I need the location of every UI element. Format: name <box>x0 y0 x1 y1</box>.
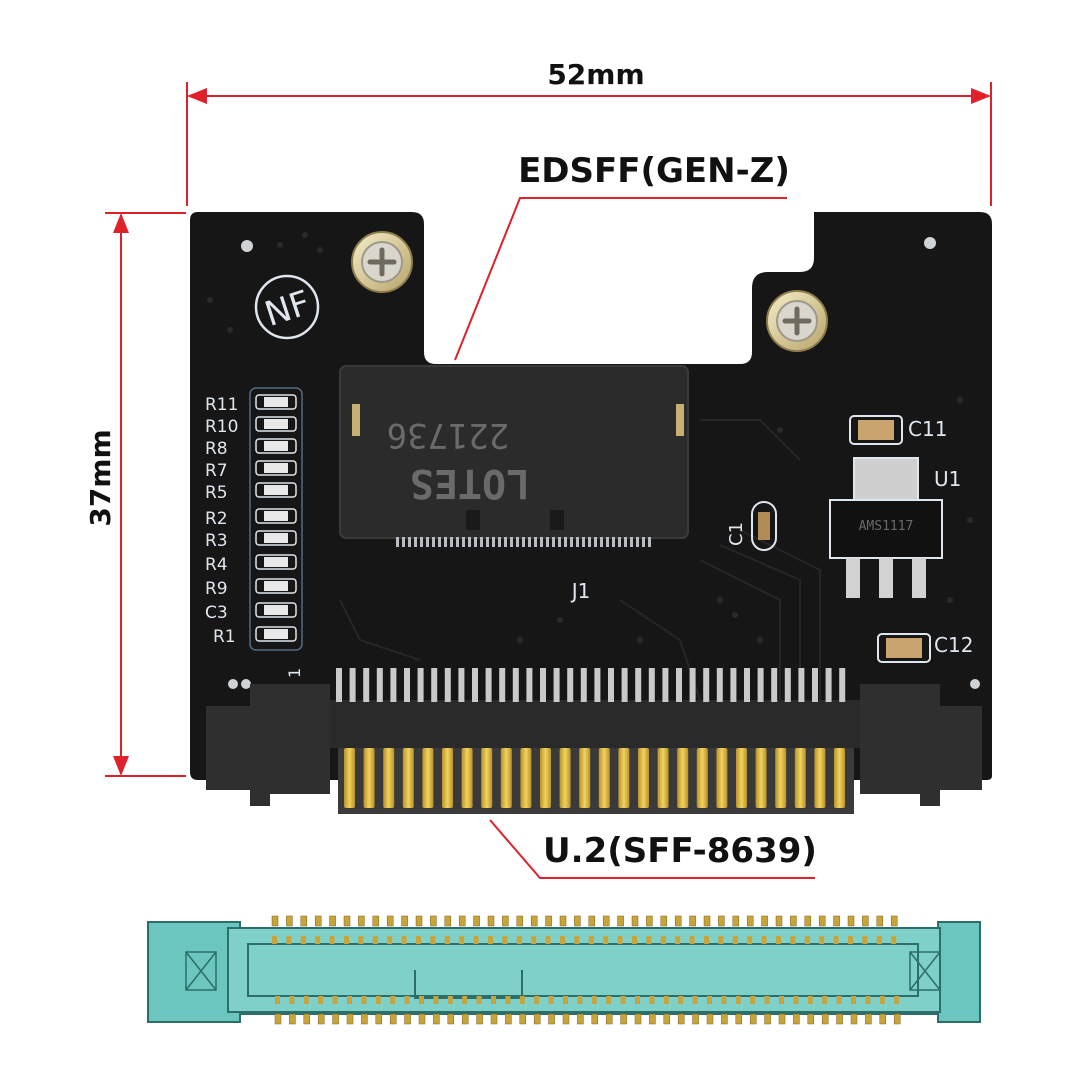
smd-resistor <box>255 482 297 498</box>
resistor-label: R8 <box>205 439 228 459</box>
resistor-label: R4 <box>205 555 228 575</box>
resistor-label: R10 <box>205 417 238 437</box>
smd-resistor <box>255 530 297 546</box>
resistor-labels: R11 R10 R8 R7 R5 R2 R3 R4 R9 C3 R1 <box>205 395 238 647</box>
smd-resistor <box>255 460 297 476</box>
resistor-label: R7 <box>205 461 228 481</box>
capacitor-c11: C11 <box>849 415 947 445</box>
width-dimension: 52mm <box>186 58 992 206</box>
smd-resistor <box>255 394 297 410</box>
smd-resistor <box>255 602 297 618</box>
smd-resistor <box>255 578 297 594</box>
edsff-label: EDSFF(GEN-Z) <box>518 151 790 191</box>
width-label: 52mm <box>547 58 644 91</box>
j1-label: J1 <box>570 579 591 603</box>
resistor-label: R9 <box>205 579 228 599</box>
height-label: 37mm <box>84 429 117 526</box>
u2-label: U.2(SFF-8639) <box>543 831 817 871</box>
c12-label: C12 <box>934 633 973 657</box>
edsff-connector: 221736 LOTES <box>339 365 689 547</box>
resistor-label: R2 <box>205 509 228 529</box>
connector-footprint-diagram <box>147 915 981 1025</box>
resistor-column <box>249 387 303 651</box>
u1-label: U1 <box>934 467 961 491</box>
smd-resistor <box>255 416 297 432</box>
mounting-screw-right <box>766 290 828 352</box>
u2-gold-fingers <box>344 748 845 808</box>
regulator-text: AMS1117 <box>859 519 914 534</box>
c11-label: C11 <box>908 417 947 441</box>
height-dimension: 37mm <box>84 212 186 777</box>
smd-resistor <box>255 626 297 642</box>
capacitor-c12: C12 <box>877 633 973 663</box>
regulator-u1: AMS1117 U1 <box>829 457 961 598</box>
resistor-label: R11 <box>205 395 238 415</box>
u2-top-pin-row <box>336 668 846 702</box>
resistor-label: C3 <box>205 603 228 623</box>
connector-code-text: 221736 <box>387 415 510 455</box>
u2-connector: 1 <box>206 668 982 814</box>
connector-brand-text: LOTES <box>410 460 530 506</box>
smd-resistor <box>255 508 297 524</box>
smd-resistor <box>255 438 297 454</box>
pin1-marker: 1 <box>285 668 304 678</box>
resistor-label: R1 <box>213 627 236 647</box>
mounting-screw-left <box>351 231 413 293</box>
resistor-label: R3 <box>205 531 228 551</box>
capacitor-c1: C1 <box>726 501 777 551</box>
edsff-callout: EDSFF(GEN-Z) <box>454 151 790 361</box>
resistor-label: R5 <box>205 483 228 503</box>
u2-callout: U.2(SFF-8639) <box>489 819 817 879</box>
c1-label: C1 <box>726 522 747 546</box>
smd-resistor <box>255 554 297 570</box>
